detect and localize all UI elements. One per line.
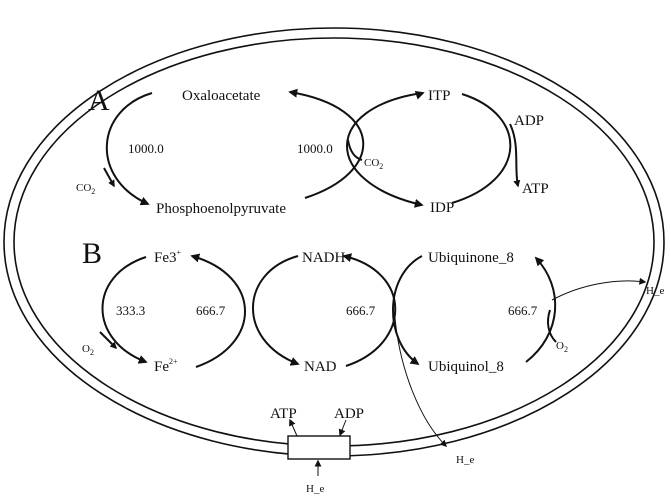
- arc-idp-to-itp: [451, 93, 512, 204]
- pep-label: Phosphoenolpyruvate: [156, 201, 286, 217]
- co2-left-label: CO2: [76, 182, 95, 196]
- flux-label-b4: 666.7: [508, 303, 538, 318]
- arc-fe2-to-fe3: [190, 253, 246, 368]
- h-e-mid-arrow: [394, 317, 447, 447]
- arc-oxaloacetate-to-pep: [105, 92, 153, 206]
- o2-left-label: O2: [82, 343, 94, 357]
- arc-nadh-to-nad: [252, 255, 300, 366]
- flux-label-b3: 666.7: [346, 303, 376, 318]
- arc-fe3-to-fe2: [101, 256, 148, 364]
- itp-label: ITP: [428, 88, 451, 104]
- arc-itp-to-idp: [346, 92, 424, 208]
- flux-label-b2: 666.7: [196, 303, 226, 318]
- arc-nad-to-nadh: [342, 253, 397, 367]
- h-e-mid-label: H_e: [456, 454, 474, 466]
- arc-itp-arrowhead: [414, 91, 425, 100]
- adp-to-atp-branch: [509, 123, 521, 188]
- oxaloacetate-label: Oxaloacetate: [182, 88, 261, 104]
- flux-label-b1: 333.3: [116, 303, 145, 318]
- nadh-label: NADH: [302, 250, 345, 266]
- flux-label-a-left: 1000.0: [128, 141, 164, 156]
- co2-mid-label: CO2: [364, 157, 383, 171]
- co2-left-branch: [103, 167, 115, 188]
- h-e-right-label: H_e: [646, 285, 664, 297]
- fe3-label: Fe3+: [154, 248, 182, 266]
- transporter-h-e-label: H_e: [306, 483, 324, 495]
- fe2-label: Fe2+: [154, 357, 178, 375]
- transporter-atp-label: ATP: [270, 406, 297, 422]
- transporter-adp-label: ADP: [334, 406, 364, 422]
- transporter-atp-out-arrow: [289, 418, 298, 437]
- atp-label-a: ATP: [522, 181, 549, 197]
- h-e-right-arrow: [551, 277, 647, 301]
- co2-mid-branch: [347, 139, 363, 161]
- panel-label-b: B: [82, 237, 102, 270]
- transporter-adp-in-arrow: [338, 419, 347, 437]
- atp-adp-transporter: [287, 435, 351, 460]
- o2-right-branch: [547, 309, 557, 343]
- o2-right-label: O2: [556, 340, 568, 354]
- arc-ubiquinone-to-ubiquinol: [392, 255, 423, 366]
- ubiquinone-label: Ubiquinone_8: [428, 250, 514, 266]
- o2-left-branch: [99, 331, 117, 349]
- adp-label-a: ADP: [514, 113, 544, 129]
- ubiquinol-label: Ubiquinol_8: [428, 359, 504, 375]
- panel-label-a: A: [88, 84, 110, 117]
- nad-label: NAD: [304, 359, 337, 375]
- flux-label-a-mid: 1000.0: [297, 141, 333, 156]
- cell-membrane-inner: [13, 37, 655, 447]
- arc-ubiquinol-to-ubiquinone: [525, 256, 557, 363]
- arc-pep-to-oxaloacetate: [288, 88, 365, 199]
- idp-label: IDP: [430, 200, 454, 216]
